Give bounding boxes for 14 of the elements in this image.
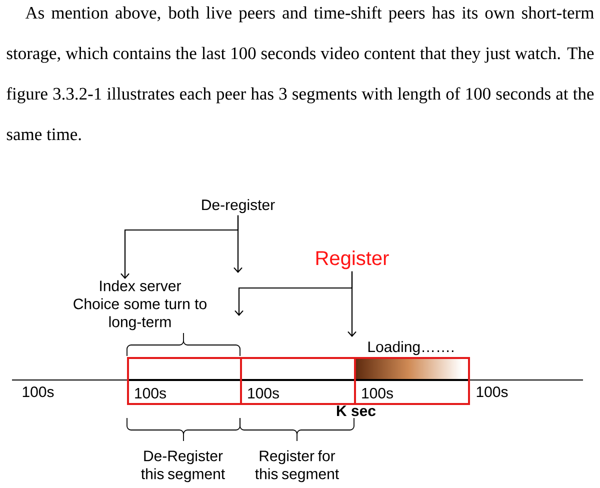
segment-box: 100s [354, 357, 470, 405]
segment-box: 100s [240, 357, 356, 405]
status-text: Loading……. [368, 341, 454, 356]
segment-caption: De-Register this segment [141, 450, 225, 482]
position-label: K sec [337, 406, 376, 416]
time-label: 100s [22, 386, 54, 398]
arrow [348, 271, 356, 337]
segment-caption: Register for this segment [255, 450, 339, 482]
arrow [234, 215, 242, 273]
action-label: Register [316, 250, 389, 270]
action-label: De-register [202, 199, 275, 214]
note-text: Index server Choice some turn to long-term [74, 280, 206, 330]
segment-box: 100s [127, 357, 242, 405]
paragraph: As mention above, both live peers and time-shift peers has its own short-term storage, which contains the last 100 seconds video content that they just watch. The figure 3.3.2-1 illustrates each peer has 3 segments with length of 100 seconds at the same time. [6, 6, 594, 140]
